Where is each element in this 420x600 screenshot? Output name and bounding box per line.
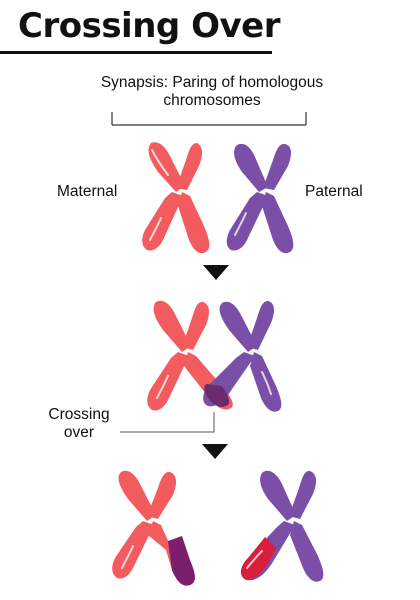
- synapsis-caption: Synapsis: Paring of homologous chromosom…: [100, 74, 324, 109]
- paternal-label: Paternal: [305, 183, 363, 200]
- overlap-region: [204, 384, 230, 407]
- page-title: Crossing Over: [18, 6, 280, 46]
- paternal-chromosome-stage1: [226, 143, 294, 254]
- maternal-label: Maternal: [57, 183, 118, 200]
- synapsis-bracket: [111, 112, 307, 126]
- arrow-down-icon: [203, 265, 229, 280]
- crossing-over-pointer: [120, 412, 215, 433]
- recombinant-paternal-chromosome: [240, 470, 324, 582]
- maternal-chromosome-stage1: [142, 142, 210, 254]
- recombinant-maternal-chromosome: [112, 470, 195, 586]
- arrow-down-icon: [202, 444, 228, 459]
- title-underline: [0, 51, 272, 54]
- crossing-over-label: Crossing over: [48, 406, 110, 441]
